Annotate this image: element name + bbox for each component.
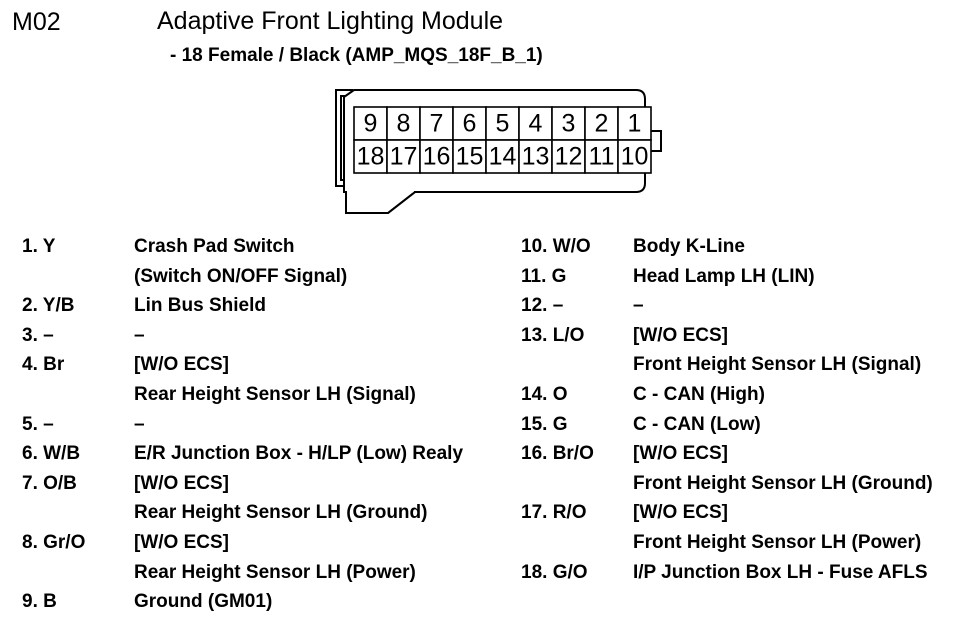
pin-cell-18: 18 xyxy=(357,143,385,171)
pin-cell-9: 9 xyxy=(364,110,378,138)
pin-row: 12. – – xyxy=(521,295,972,325)
connector-diagram: 9 8 7 6 5 4 3 2 1 18 17 16 15 14 13 12 1… xyxy=(300,85,700,220)
pin-row: 13. L/O [W/O ECS] xyxy=(521,325,972,355)
pin-row: 18. G/O I/P Junction Box LH - Fuse AFLS xyxy=(521,562,972,592)
pin-description: [W/O ECS] xyxy=(134,531,229,553)
connector-subtitle: - 18 Female / Black (AMP_MQS_18F_B_1) xyxy=(170,45,543,66)
pin-cell-17: 17 xyxy=(390,143,418,171)
pin-row: Rear Height Sensor LH (Power) xyxy=(22,562,522,592)
pin-row: 17. R/O [W/O ECS] xyxy=(521,502,972,532)
pin-row: Front Height Sensor LH (Power) xyxy=(521,532,972,562)
pin-number-and-wire-color: 6. W/B xyxy=(22,443,81,465)
pin-description: Body K-Line xyxy=(633,236,745,257)
pin-number-and-wire-color: 13. L/O xyxy=(521,324,585,346)
pin-number-and-wire-color: 2. Y/B xyxy=(22,295,75,317)
pin-cell-11: 11 xyxy=(589,143,615,171)
pin-row: 9. B Ground (GM01) xyxy=(22,591,522,621)
pin-cell-12: 12 xyxy=(555,143,583,171)
pin-description: Crash Pad Switch xyxy=(134,236,295,257)
pin-row: 11. G Head Lamp LH (LIN) xyxy=(521,266,972,296)
pin-cell-14: 14 xyxy=(489,143,517,171)
pin-row: 15. G C - CAN (Low) xyxy=(521,414,972,444)
pin-description: [W/O ECS] xyxy=(134,354,229,376)
pin-description: – xyxy=(633,295,644,317)
pin-row: 6. W/B E/R Junction Box - H/LP (Low) Real… xyxy=(22,443,522,473)
pin-row: 4. Br [W/O ECS] xyxy=(22,354,522,384)
pin-row: (Switch ON/OFF Signal) xyxy=(22,266,522,296)
pin-row: 10. W/O Body K-Line xyxy=(521,236,972,266)
pin-cell-1: 1 xyxy=(628,110,642,138)
module-code: M02 xyxy=(12,8,61,36)
pin-description-continued: Front Height Sensor LH (Signal) xyxy=(633,354,922,376)
pin-number-and-wire-color: 8. Gr/O xyxy=(22,531,86,553)
pin-number-and-wire-color: 18. G/O xyxy=(521,561,588,583)
pin-row: 3. – – xyxy=(22,325,522,355)
pin-cell-4: 4 xyxy=(529,110,543,138)
pin-description: E/R Junction Box - H/LP (Low) Realy xyxy=(134,443,464,465)
pin-description: [W/O ECS] xyxy=(633,443,728,465)
pin-description-continued: Front Height Sensor LH (Power) xyxy=(633,531,922,553)
pin-row: Front Height Sensor LH (Ground) xyxy=(521,473,972,503)
connector-outline-svg: 9 8 7 6 5 4 3 2 1 18 17 16 15 14 13 12 1… xyxy=(335,89,662,214)
pinout-lists: 1. Y Crash Pad Switch (Switch ON/OFF Signa… xyxy=(0,236,972,620)
pin-description: – xyxy=(134,324,145,346)
pin-description: [W/O ECS] xyxy=(633,324,728,346)
pin-number-and-wire-color: 10. W/O xyxy=(521,236,591,257)
pin-number-and-wire-color: 11. G xyxy=(521,265,567,287)
page-title: Adaptive Front Lighting Module xyxy=(157,7,504,35)
pin-row: 8. Gr/O [W/O ECS] xyxy=(22,532,522,562)
pin-cell-2: 2 xyxy=(595,110,609,138)
pin-row: 16. Br/O [W/O ECS] xyxy=(521,443,972,473)
pin-description-continued: (Switch ON/OFF Signal) xyxy=(134,265,348,287)
pin-description: – xyxy=(134,413,145,435)
pin-description: Lin Bus Shield xyxy=(134,295,266,317)
pin-description: [W/O ECS] xyxy=(633,502,728,524)
pin-cell-7: 7 xyxy=(430,110,444,138)
pin-number-and-wire-color: 7. O/B xyxy=(22,472,77,494)
pin-row: Rear Height Sensor LH (Signal) xyxy=(22,384,522,414)
pin-cell-3: 3 xyxy=(562,110,576,138)
pin-description: Head Lamp LH (LIN) xyxy=(633,265,815,287)
pin-grid: 9 8 7 6 5 4 3 2 1 18 17 16 15 14 13 12 1… xyxy=(353,106,652,174)
pin-cell-16: 16 xyxy=(423,143,451,171)
pin-cell-6: 6 xyxy=(463,110,477,138)
pin-number-and-wire-color: 12. – xyxy=(521,295,564,317)
pin-row: 14. O C - CAN (High) xyxy=(521,384,972,414)
pin-description-continued: Rear Height Sensor LH (Ground) xyxy=(134,502,428,524)
pin-row: 2. Y/B Lin Bus Shield xyxy=(22,295,522,325)
pin-description-continued: Rear Height Sensor LH (Signal) xyxy=(134,383,416,405)
pin-description: I/P Junction Box LH - Fuse AFLS xyxy=(633,561,928,583)
pinout-column-right: 10. W/O Body K-Line 11. G Head Lamp LH (LIN… xyxy=(521,236,972,591)
pin-description: C - CAN (High) xyxy=(633,383,765,405)
pin-row: 7. O/B [W/O ECS] xyxy=(22,473,522,503)
pin-cell-10: 10 xyxy=(621,143,649,171)
pin-number-and-wire-color: 14. O xyxy=(521,383,568,405)
pin-cell-8: 8 xyxy=(397,110,411,138)
pin-description: [W/O ECS] xyxy=(134,472,229,494)
pin-description-continued: Front Height Sensor LH (Ground) xyxy=(633,472,933,494)
pin-row: Front Height Sensor LH (Signal) xyxy=(521,354,972,384)
pin-cell-5: 5 xyxy=(496,110,510,138)
pin-number-and-wire-color: 5. – xyxy=(22,413,54,435)
pin-number-and-wire-color: 16. Br/O xyxy=(521,443,594,465)
pin-number-and-wire-color: 17. R/O xyxy=(521,502,587,524)
pin-description: Ground (GM01) xyxy=(134,591,273,613)
pin-number-and-wire-color: 4. Br xyxy=(22,354,65,376)
pinout-column-left: 1. Y Crash Pad Switch (Switch ON/OFF Signa… xyxy=(22,236,522,621)
pin-cell-15: 15 xyxy=(456,143,484,171)
pin-number-and-wire-color: 15. G xyxy=(521,413,568,435)
pin-number-and-wire-color: 9. B xyxy=(22,591,57,613)
pin-cell-13: 13 xyxy=(522,143,550,171)
connector-bottom-tab xyxy=(345,191,418,214)
pin-description: C - CAN (Low) xyxy=(633,413,761,435)
pin-number-and-wire-color: 1. Y xyxy=(22,236,56,257)
pin-row: 5. – – xyxy=(22,414,522,444)
pin-description-continued: Rear Height Sensor LH (Power) xyxy=(134,561,416,583)
pin-row: 1. Y Crash Pad Switch xyxy=(22,236,522,266)
pin-row: Rear Height Sensor LH (Ground) xyxy=(22,502,522,532)
pin-number-and-wire-color: 3. – xyxy=(22,324,54,346)
